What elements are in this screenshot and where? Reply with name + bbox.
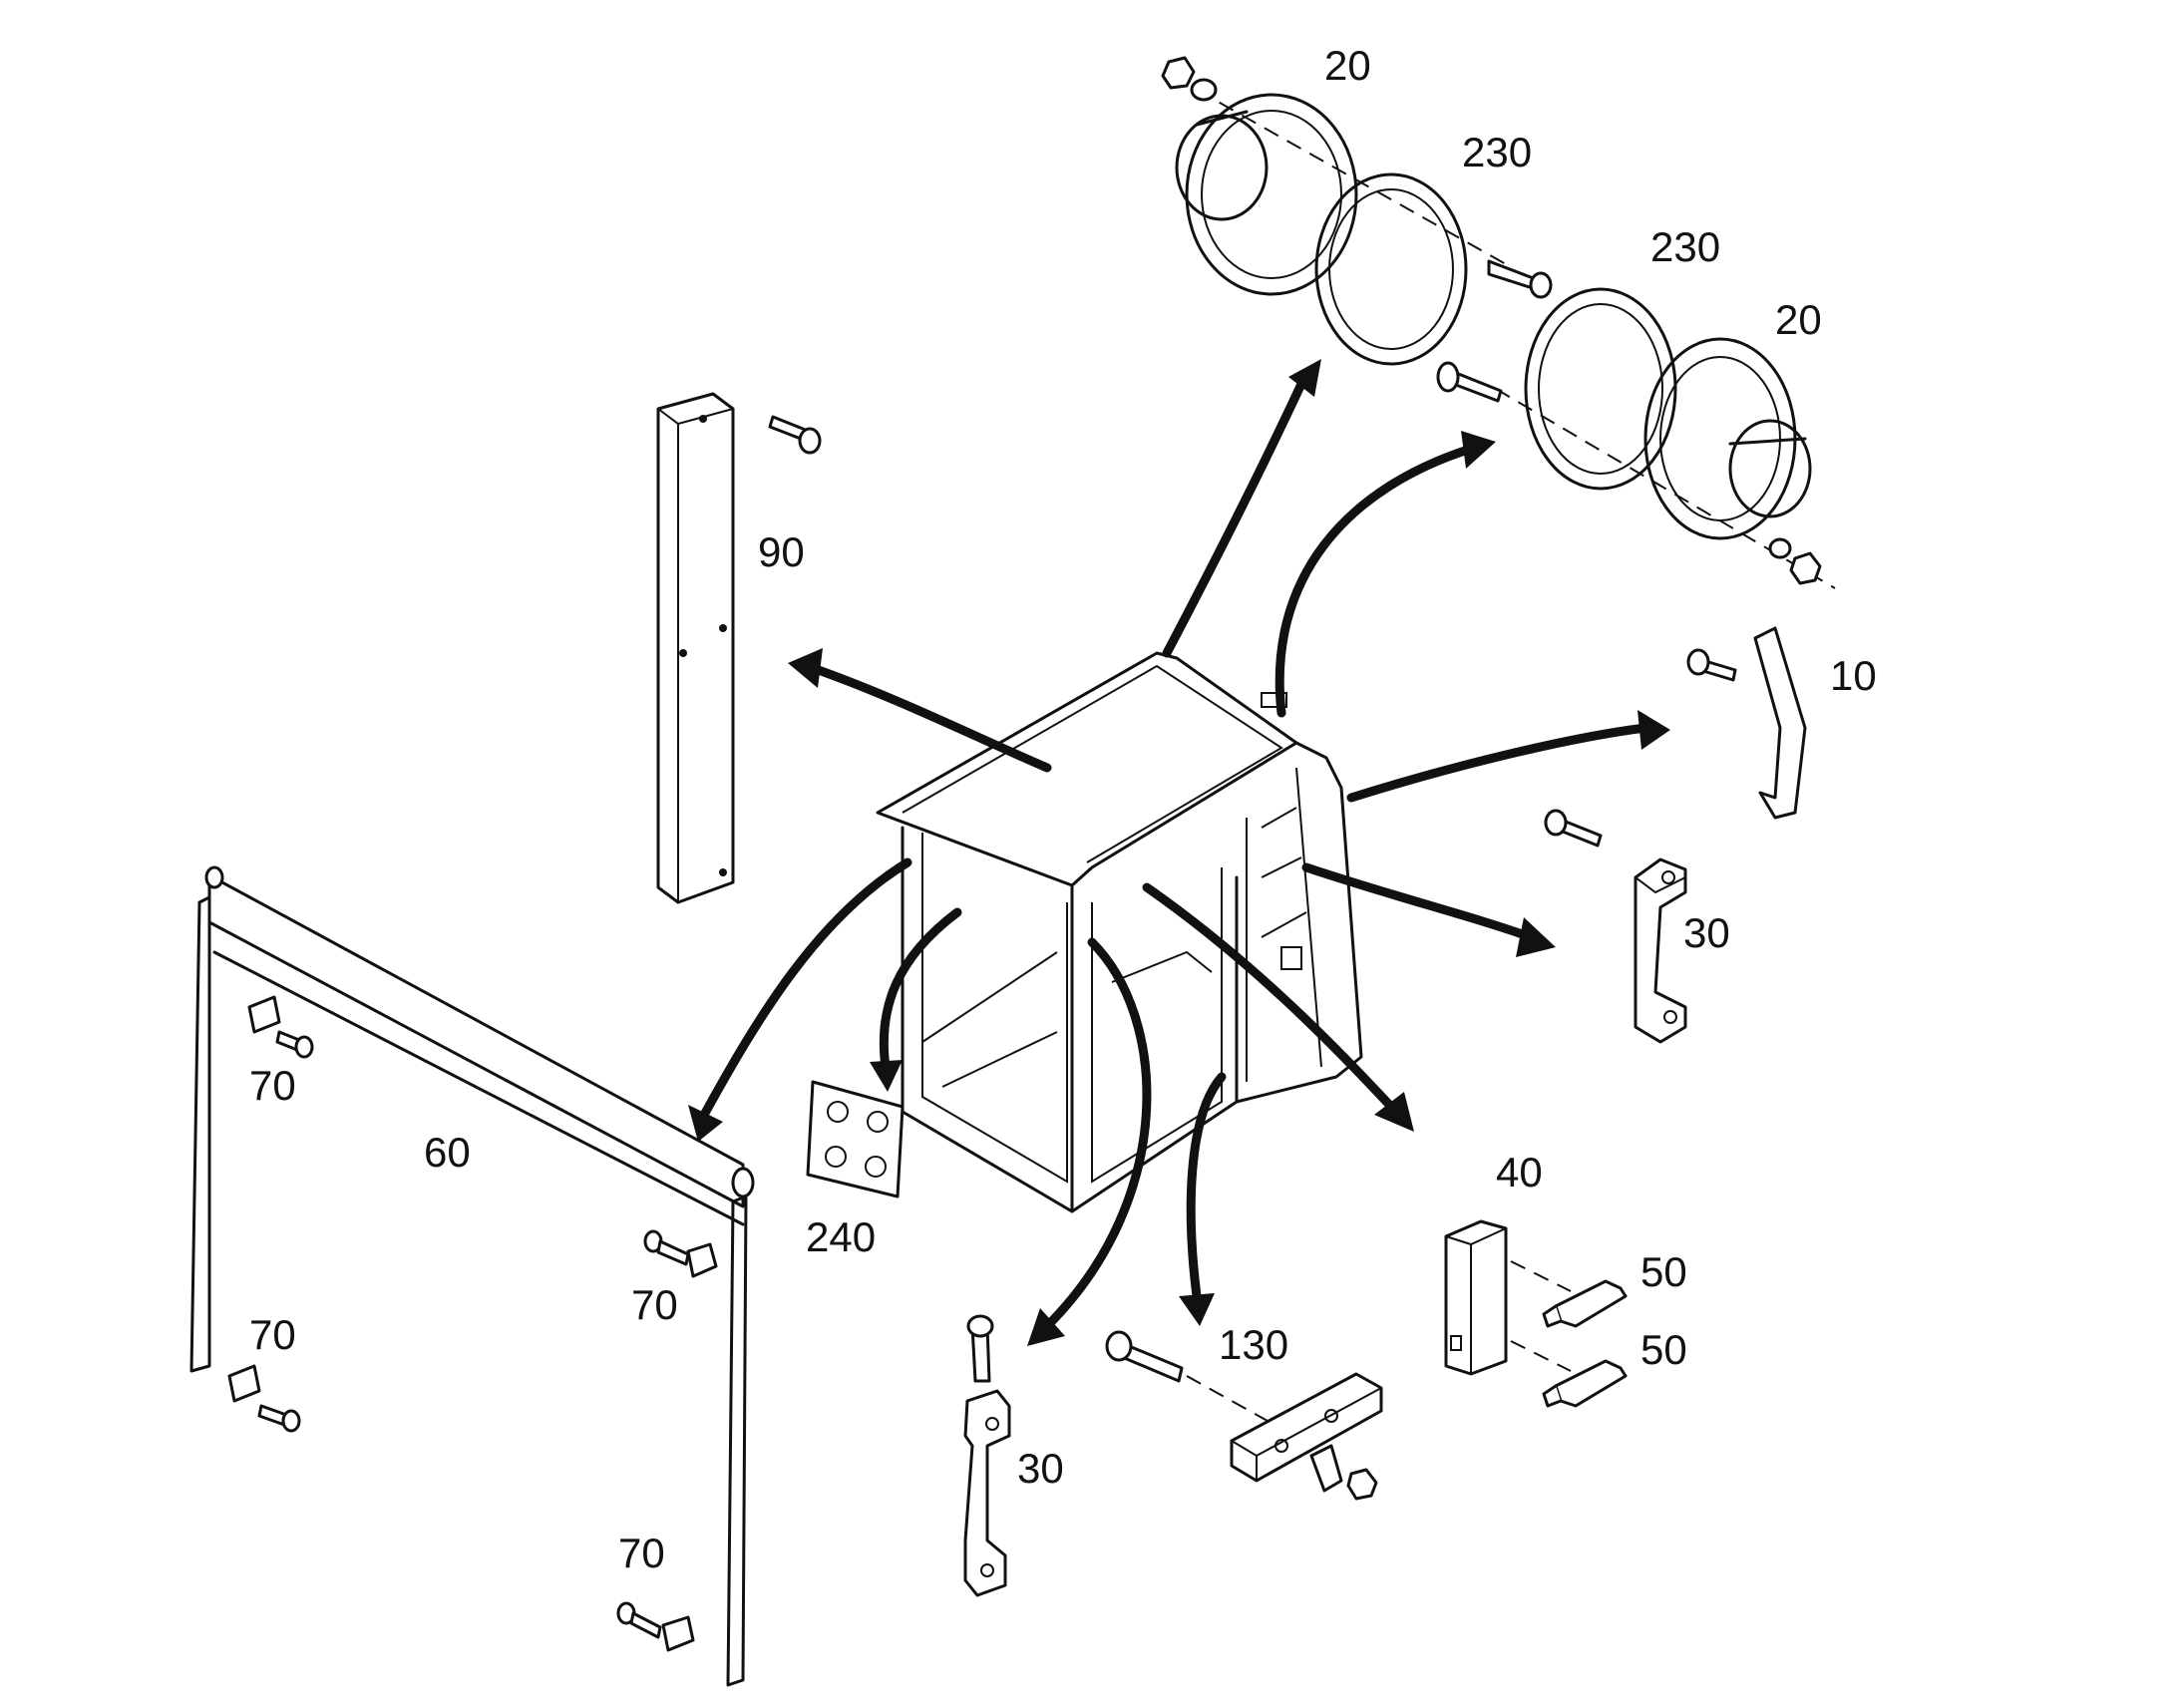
callout-50-a: 50 [1640,1248,1687,1295]
bracket-130 [1105,1330,1383,1501]
callout-30-right: 30 [1683,909,1730,956]
arrows [688,359,1670,1346]
callout-20-top: 20 [1324,42,1371,89]
callout-230-right: 230 [1650,223,1720,270]
handle-30-bottom [963,1314,1011,1597]
callout-70-c: 70 [249,1311,296,1358]
lamp-40 [1444,1219,1508,1376]
callout-10: 10 [1830,652,1877,699]
callout-70-b: 70 [631,1281,678,1328]
callout-50-b: 50 [1640,1326,1687,1373]
callout-240: 240 [806,1213,876,1260]
plate-240 [806,1080,905,1198]
callout-30-bottom: 30 [1017,1445,1064,1492]
bulb-50-b [1510,1340,1628,1408]
bulb-50-a [1510,1260,1628,1328]
cab-assembly [876,651,1363,1213]
callout-70-a: 70 [249,1062,296,1109]
roller-blind-60 [189,865,755,1687]
callout-90: 90 [758,528,805,575]
callout-20-right: 20 [1775,296,1822,343]
callout-130: 130 [1219,1321,1288,1368]
speaker-right [1436,287,1836,589]
speaker-top [1161,56,1553,366]
callout-40: 40 [1496,1149,1543,1196]
callout-60: 60 [424,1129,471,1176]
handle-30-right [1544,809,1687,1044]
callout-70-d: 70 [618,1530,665,1576]
panel-90 [656,392,822,904]
callout-labels: 20 230 230 20 90 10 30 70 60 240 40 50 7… [249,42,1877,1576]
hook-10 [1686,626,1807,820]
callout-230-top: 230 [1462,129,1532,175]
